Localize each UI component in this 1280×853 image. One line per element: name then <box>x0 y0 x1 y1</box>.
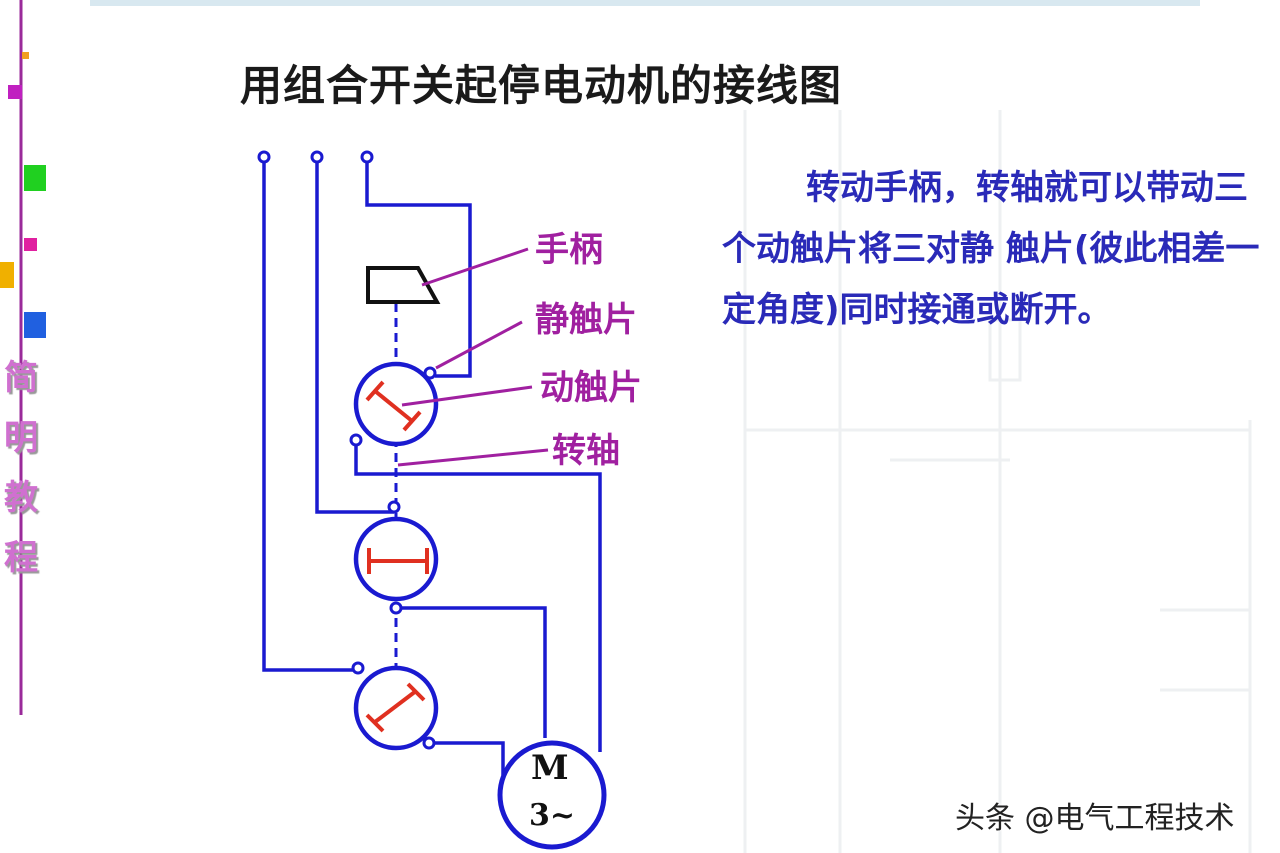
side-char: 简 <box>4 358 38 398</box>
deco-square-orange-small <box>22 52 29 59</box>
watermark: 头条 @电气工程技术 <box>955 801 1235 836</box>
terminal-l1 <box>257 150 271 164</box>
handle-shape <box>366 266 441 304</box>
terminal-l3 <box>360 150 374 164</box>
side-char: 程 <box>4 538 38 578</box>
switch-2 <box>353 500 439 615</box>
motor-circle <box>497 740 607 850</box>
switch-3 <box>351 661 439 751</box>
motor-label-phase: 3~ <box>529 798 576 833</box>
motor-label-m: M <box>531 748 569 788</box>
deco-square-yellow <box>0 262 14 288</box>
moving-contact-1 <box>365 380 422 432</box>
wire-l2 <box>315 162 394 514</box>
moving-contact-2 <box>367 548 429 574</box>
wire-l1 <box>262 162 356 672</box>
wire-switch2-motor <box>396 606 547 738</box>
leader-lines <box>397 247 549 467</box>
side-char: 教 <box>4 478 38 518</box>
terminals <box>257 150 374 164</box>
deco-square-purple <box>8 85 22 99</box>
terminal-l2 <box>310 150 324 164</box>
deco-square-pink <box>24 238 37 251</box>
moving-contact-3 <box>365 682 426 733</box>
wire-switch3-motor <box>429 741 505 775</box>
wires <box>262 162 602 775</box>
side-char: 明 <box>4 418 38 458</box>
deco-square-green <box>24 165 46 191</box>
leader-shaft <box>397 448 549 467</box>
background-schematic <box>743 110 1252 853</box>
label-moving-contact: 动触片 <box>540 368 642 408</box>
leader-moving-contact <box>401 385 533 407</box>
page-title: 用组合开关起停电动机的接线图 <box>240 61 843 110</box>
wire-switch1-motor <box>354 442 602 752</box>
label-static-contact: 静触片 <box>535 300 637 340</box>
label-shaft: 转轴 <box>552 431 620 471</box>
leader-handle <box>421 247 529 287</box>
side-vertical-text: 简 明 教 程 <box>4 348 44 588</box>
label-handle: 手柄 <box>535 230 603 270</box>
leader-static-contact <box>435 320 523 370</box>
wire-l3 <box>365 162 472 378</box>
description-text: 转动手柄，转轴就可以带动三个动触片将三对静 触片(彼此相差一定角度)同时接通或断… <box>722 168 1260 330</box>
switch-1 <box>349 361 439 447</box>
deco-square-blue <box>24 312 46 338</box>
top-bar <box>90 0 1200 6</box>
